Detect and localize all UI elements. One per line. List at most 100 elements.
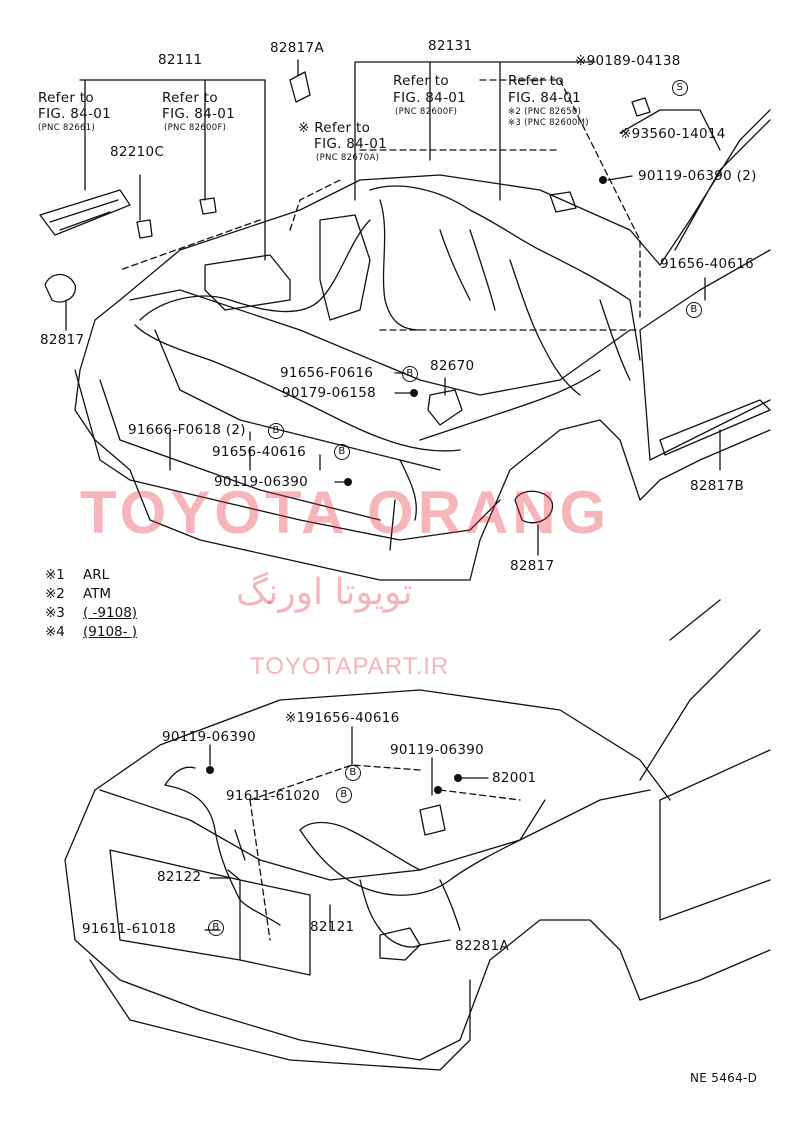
marker-b: B bbox=[341, 765, 361, 781]
part-191656: ※191656-40616 bbox=[285, 710, 400, 726]
harness-82121-d bbox=[439, 879, 461, 931]
harness-lower-run bbox=[389, 459, 417, 551]
part-82817A: 82817A bbox=[270, 40, 324, 56]
part-93560: ※93560-14014 bbox=[620, 126, 726, 142]
leader-82111 bbox=[79, 79, 266, 261]
ref3-fig: FIG. 84-01 bbox=[314, 136, 388, 152]
marker-b: B bbox=[204, 920, 224, 936]
harness-82121-c bbox=[359, 879, 421, 948]
watermark-persian: تویوتا اورنگ bbox=[236, 572, 413, 613]
leader-93560 bbox=[619, 109, 721, 151]
lower-door bbox=[659, 599, 771, 921]
fuse-box-lid bbox=[39, 189, 131, 236]
marker-s: S bbox=[668, 80, 688, 96]
upper-side-molding bbox=[659, 399, 771, 456]
lower-bumper bbox=[89, 959, 471, 1071]
ref4-fig: FIG. 84-01 bbox=[393, 90, 467, 106]
ref5-pnc2: ※3 (PNC 82600M) bbox=[508, 118, 589, 128]
harness-82121 bbox=[299, 829, 521, 896]
bolt-90119-mid bbox=[344, 478, 352, 486]
ref5-fig: FIG. 84-01 bbox=[508, 90, 582, 106]
lower-grille bbox=[109, 849, 311, 976]
part-90119-mid: 90119-06390 bbox=[214, 474, 309, 490]
ref1-pnc: (PNC 82661) bbox=[38, 123, 96, 133]
clip-82817-left bbox=[44, 273, 76, 303]
figure-code: NE 5464-D bbox=[690, 1071, 758, 1085]
clip-82210C bbox=[136, 219, 153, 239]
part-91611-61020: 91611-61020 bbox=[226, 788, 321, 804]
clip-82650 bbox=[549, 191, 577, 213]
harness-82111-a bbox=[139, 219, 371, 321]
part-82001: 82001 bbox=[492, 770, 537, 786]
harness-82131-b bbox=[379, 199, 421, 331]
lower-hood-outline bbox=[94, 689, 671, 801]
part-82670: 82670 bbox=[430, 358, 475, 374]
part-82817-left: 82817 bbox=[40, 332, 85, 348]
leader-82281A bbox=[419, 939, 451, 946]
marker-b: B bbox=[332, 787, 352, 803]
harness-82121-b bbox=[299, 799, 546, 871]
part-82210C: 82210C bbox=[110, 144, 165, 160]
clip-90189 bbox=[631, 97, 651, 117]
bolt-90119-low2 bbox=[434, 786, 442, 794]
upper-hood-edge bbox=[129, 289, 631, 396]
ref3-pnc: (PNC 82670A) bbox=[316, 153, 380, 163]
ref2-pnc: (PNC 82600F) bbox=[164, 123, 227, 133]
ref4-title: Refer to bbox=[393, 73, 449, 89]
part-90179: 90179-06158 bbox=[282, 385, 377, 401]
ref1-fig: FIG. 84-01 bbox=[38, 106, 112, 122]
upper-grille bbox=[99, 379, 381, 521]
ref3-title: ※ Refer to bbox=[298, 120, 371, 136]
bolt-90119-low1 bbox=[206, 766, 214, 774]
clip-82817A bbox=[289, 71, 311, 103]
relay-82001 bbox=[419, 804, 446, 836]
lower-hood-edge bbox=[99, 789, 651, 881]
upper-hood-outline bbox=[119, 174, 661, 301]
part-82817B: 82817B bbox=[690, 478, 745, 494]
relay-block bbox=[319, 214, 371, 321]
upper-wheelarch bbox=[469, 419, 631, 581]
part-91656-right: 91656-40616 bbox=[660, 256, 755, 272]
ref4-pnc: (PNC 82600F) bbox=[395, 107, 458, 117]
legend-item: ※4(9108- ) bbox=[45, 624, 138, 640]
watermark-url: TOYOTAPART.IR bbox=[250, 653, 450, 680]
upper-right-body bbox=[629, 429, 771, 501]
leader-91666 bbox=[169, 431, 251, 471]
part-91656-mid: 91656-40616 bbox=[212, 444, 307, 460]
marker-b: B bbox=[264, 423, 284, 439]
part-82111: 82111 bbox=[158, 52, 203, 68]
junction-box bbox=[204, 254, 291, 311]
dashed-boundary-lower bbox=[249, 764, 521, 941]
harness-82131-f bbox=[419, 369, 601, 441]
part-91666: 91666-F0618 (2) bbox=[128, 422, 246, 438]
upper-fender-left bbox=[74, 299, 471, 581]
harness-82122 bbox=[164, 784, 281, 926]
upper-right-door bbox=[639, 249, 771, 461]
leader-90119-2 bbox=[607, 175, 633, 181]
ref2-title: Refer to bbox=[162, 90, 218, 106]
part-90119-low1: 90119-06390 bbox=[162, 729, 257, 745]
fuse-box-lid-inner bbox=[49, 199, 119, 231]
ref2-fig: FIG. 84-01 bbox=[162, 106, 236, 122]
dashed-boundary-upper bbox=[119, 79, 641, 331]
watermark-toyota-orang: TOYOTA ORANG bbox=[80, 479, 611, 546]
part-82281A: 82281A bbox=[455, 938, 509, 954]
upper-bumper bbox=[74, 369, 501, 541]
harness-82111-b bbox=[134, 324, 461, 452]
ref5-title: Refer to bbox=[508, 73, 564, 89]
bolt-90119-2 bbox=[599, 176, 607, 184]
clip-82600F bbox=[199, 197, 217, 215]
bolt-90179 bbox=[410, 389, 418, 397]
harness-82131-c bbox=[439, 229, 496, 311]
lower-fender bbox=[64, 789, 461, 1061]
harness-82122-b bbox=[164, 766, 246, 881]
part-82817-right: 82817 bbox=[510, 558, 555, 574]
part-90119-2: 90119-06390 (2) bbox=[638, 168, 757, 184]
ref1-title: Refer to bbox=[38, 90, 94, 106]
part-90119-low2: 90119-06390 bbox=[390, 742, 485, 758]
relay-82670 bbox=[427, 389, 463, 426]
bracket-82281A bbox=[379, 927, 421, 961]
harness-82131-e bbox=[599, 299, 641, 381]
